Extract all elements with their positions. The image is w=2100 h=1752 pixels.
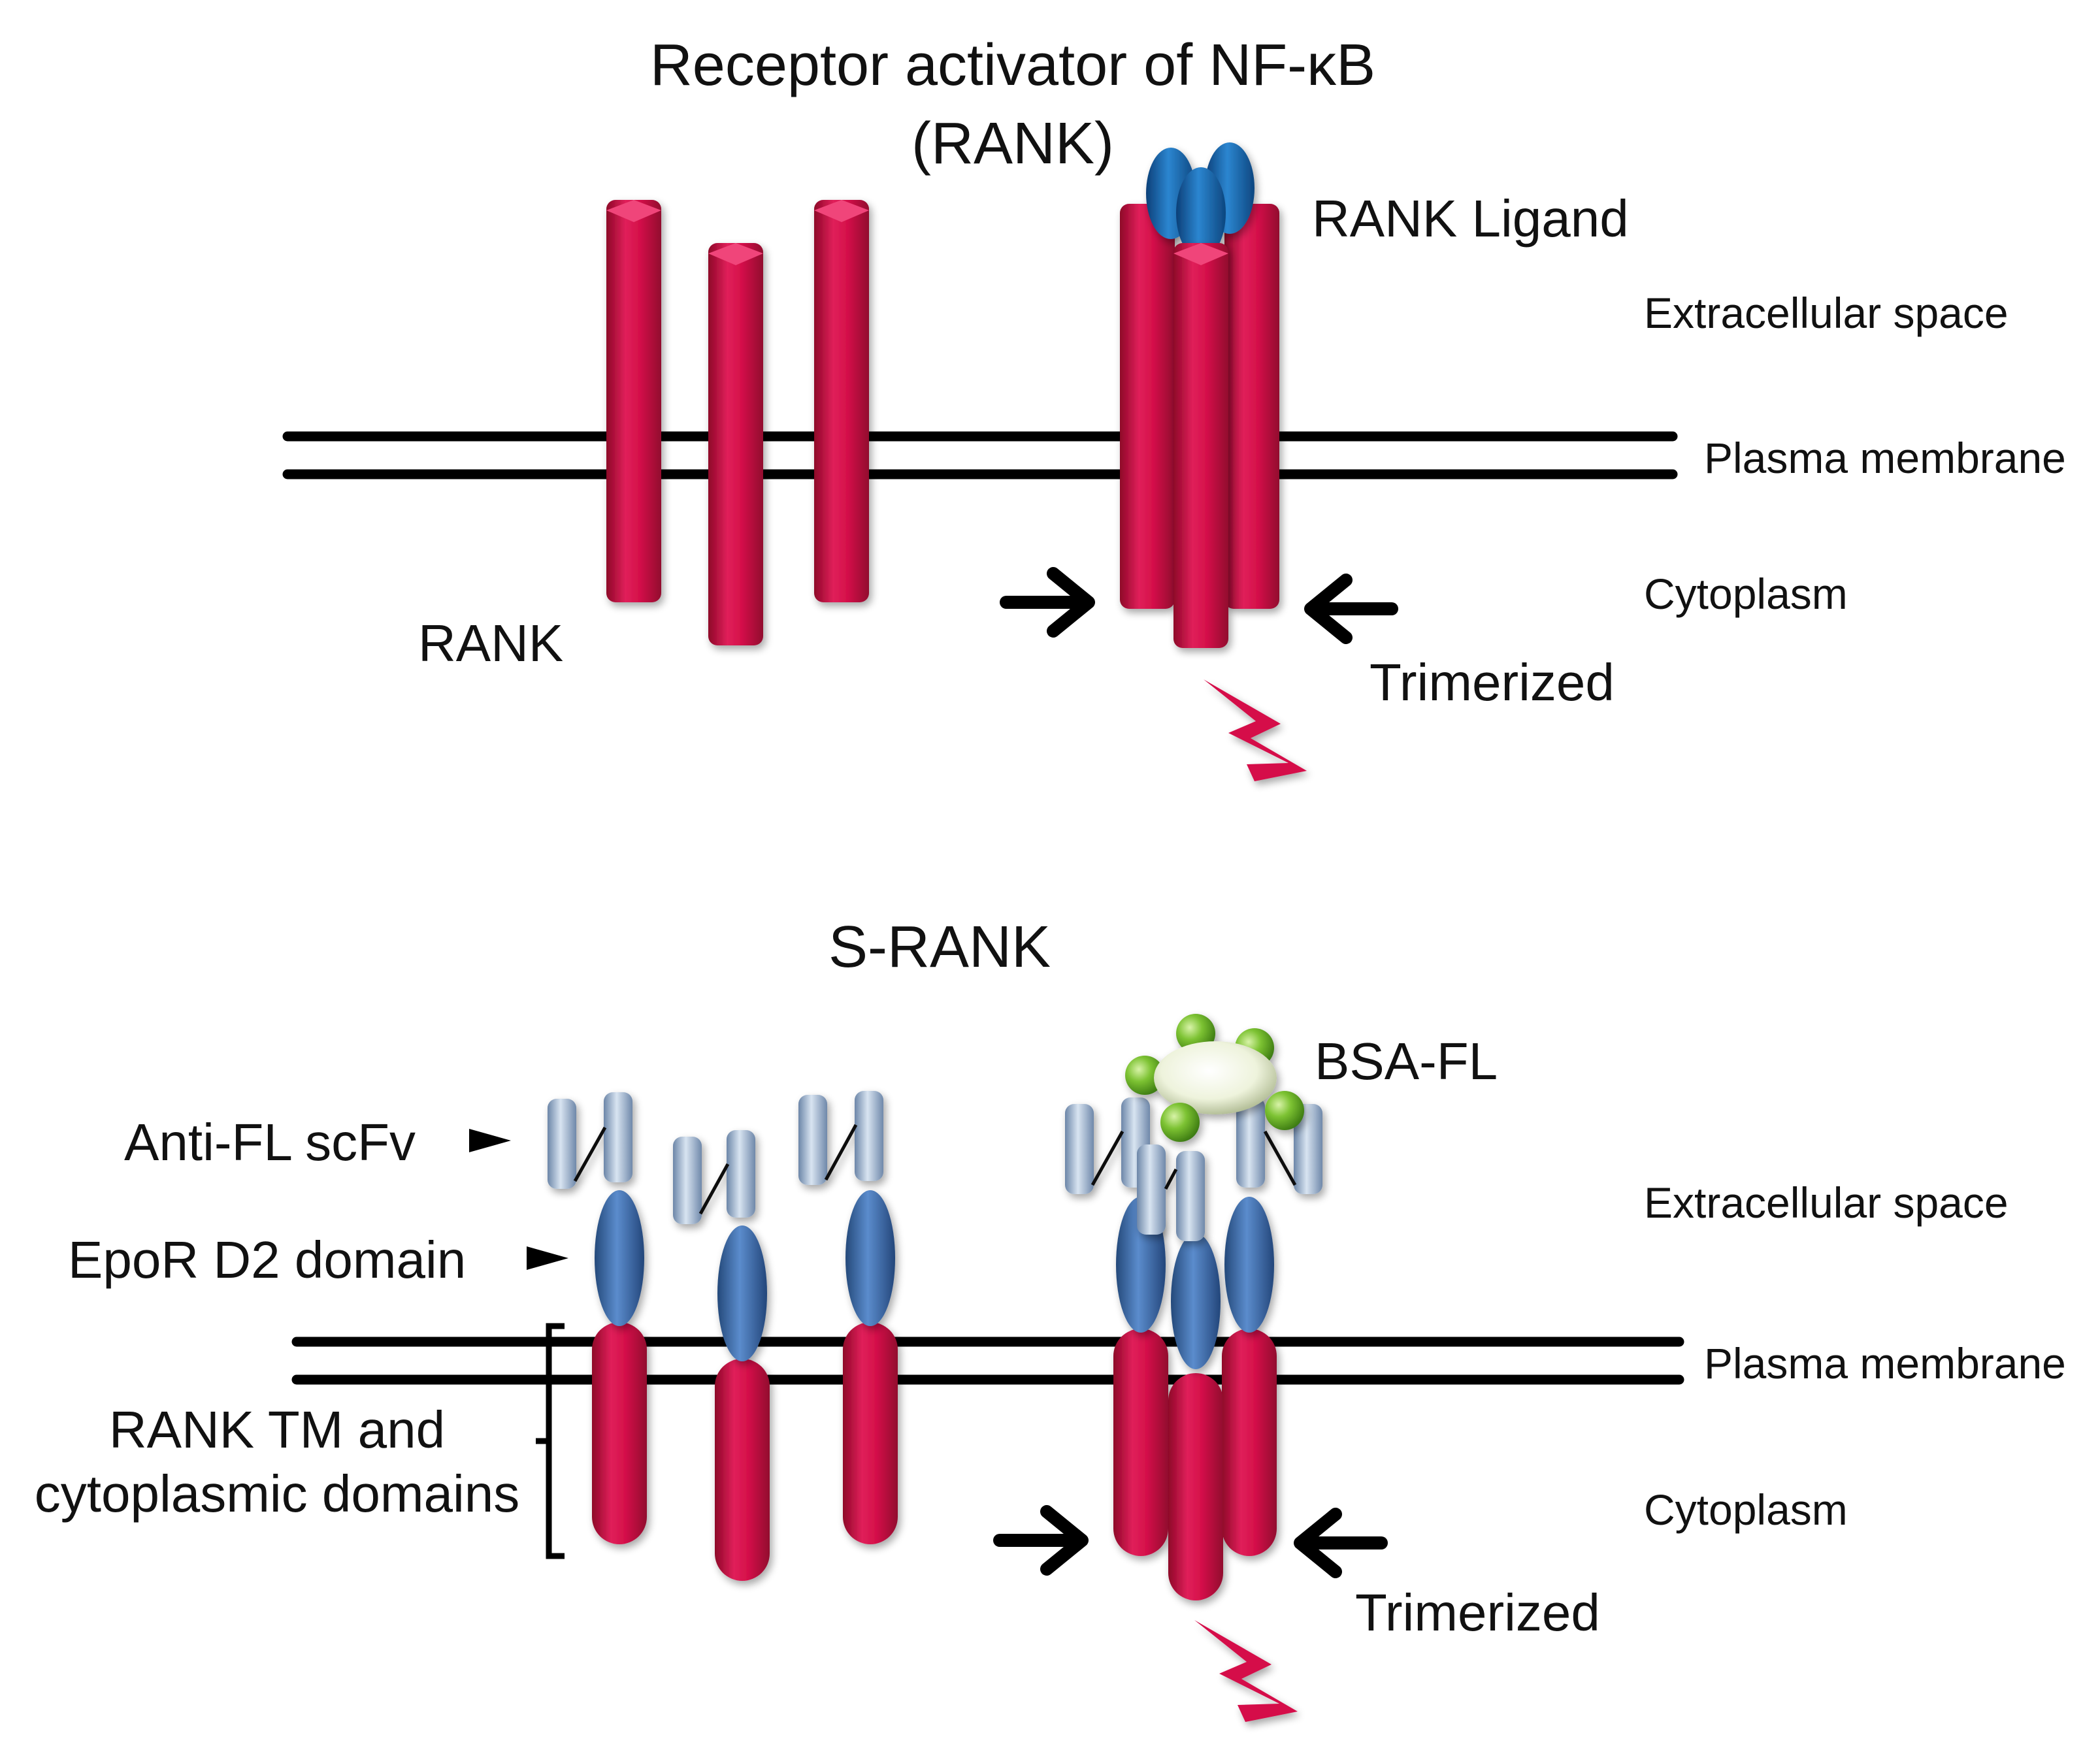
arrow-icon <box>1294 1508 1388 1578</box>
anti-fl-scfv <box>548 1092 632 1189</box>
s-rank-trimer <box>1065 1014 1322 1600</box>
epor-d2-domain <box>845 1190 895 1326</box>
rank-receptor <box>1120 204 1175 609</box>
epor-d2-domain <box>595 1190 644 1326</box>
bottom-panel: S-RANK <box>35 915 2066 1722</box>
bottom-title: S-RANK <box>829 915 1051 980</box>
top-title-line1: Receptor activator of NF-κB <box>650 33 1375 98</box>
rank-ligand-label: RANK Ligand <box>1312 189 1629 248</box>
s-rank-receptor <box>798 1091 898 1544</box>
rank-tm-domain <box>1168 1373 1223 1600</box>
bsa-fl-label: BSA-FL <box>1315 1032 1498 1090</box>
anti-fl-scfv-label: Anti-FL scFv <box>124 1113 416 1171</box>
rank-receptor <box>708 243 763 645</box>
rank-domains-label-line1: RANK TM and <box>109 1401 445 1459</box>
bottom-cytoplasm-label: Cytoplasm <box>1644 1485 1848 1534</box>
top-panel: Receptor activator of NF-κB (RANK) <box>282 33 2066 781</box>
rank-tm-domain <box>1222 1329 1277 1556</box>
arrow-icon <box>993 1505 1089 1576</box>
bottom-extracellular-label: Extracellular space <box>1644 1178 2009 1227</box>
top-membrane-label: Plasma membrane <box>1704 434 2066 482</box>
rank-trimer <box>1120 142 1279 648</box>
rank-label: RANK <box>418 614 563 672</box>
rank-ligand <box>1146 142 1255 259</box>
epor-d2-domain <box>1171 1233 1221 1369</box>
rank-domains-bracket <box>536 1323 565 1559</box>
anti-fl-scfv <box>673 1130 755 1224</box>
top-title-line2: (RANK) <box>911 111 1114 176</box>
epor-pointer-icon <box>527 1246 568 1270</box>
lightning-bolt-icon <box>1204 679 1307 781</box>
s-rank-receptor <box>673 1130 770 1581</box>
epor-d2-domain <box>717 1225 767 1361</box>
top-cytoplasm-label: Cytoplasm <box>1644 570 1848 618</box>
bottom-membrane-label: Plasma membrane <box>1704 1339 2066 1387</box>
top-trimerized-label: Trimerized <box>1370 653 1615 711</box>
s-rank-receptor <box>548 1092 647 1544</box>
bottom-plasma-membrane <box>291 1337 1684 1385</box>
lightning-bolt-icon <box>1194 1620 1298 1722</box>
top-extracellular-label: Extracellular space <box>1644 289 2009 337</box>
anti-fl-scfv <box>1065 1097 1322 1241</box>
arrow-icon <box>1000 567 1095 638</box>
rank-receptor <box>1173 243 1228 648</box>
rank-tm-domain <box>592 1322 647 1544</box>
top-plasma-membrane <box>282 431 1678 479</box>
rank-tm-domain <box>715 1359 770 1581</box>
anti-fl-scfv <box>798 1091 883 1185</box>
rank-receptor <box>1224 204 1279 609</box>
rank-domains-label-line2: cytoplasmic domains <box>35 1465 520 1523</box>
epor-d2-label: EpoR D2 domain <box>68 1231 466 1289</box>
bsa-fl-antigen <box>1125 1014 1304 1142</box>
rank-tm-domain <box>1113 1329 1168 1556</box>
bottom-trimerized-label: Trimerized <box>1355 1583 1600 1642</box>
rank-receptor <box>814 200 869 602</box>
rank-receptor <box>606 200 661 602</box>
arrow-icon <box>1304 574 1398 644</box>
rank-tm-domain <box>843 1322 898 1544</box>
epor-d2-domain <box>1224 1197 1274 1333</box>
scfv-pointer-icon <box>469 1129 511 1152</box>
